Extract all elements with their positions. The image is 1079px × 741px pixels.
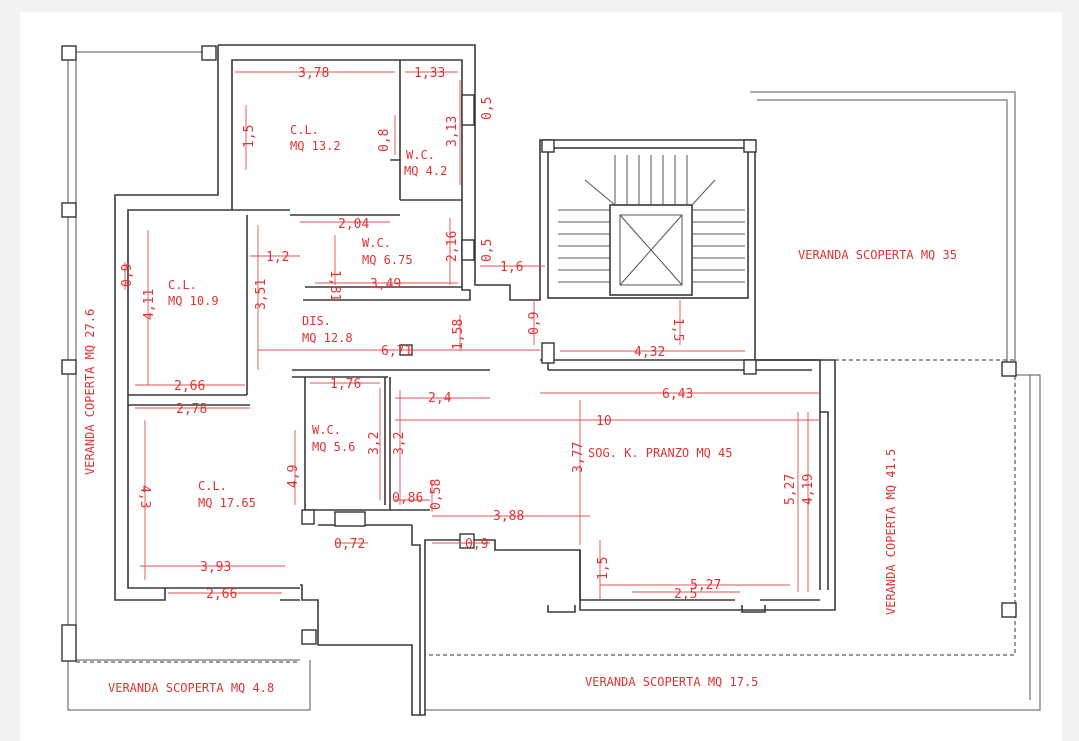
dim-text: 2,16 [445, 231, 460, 262]
dim-text: 6,71 [381, 344, 412, 359]
dim-text: 3,49 [370, 277, 401, 292]
inner-walls [128, 60, 490, 601]
dim-text: 1,2 [266, 250, 289, 265]
dim-text: 0,8 [377, 129, 392, 152]
room-wc-mid-name: W.C. [362, 236, 391, 250]
veranda-top-right-boundary [750, 91, 1016, 362]
dim-text: 10 [596, 414, 612, 429]
outer-wall-left [114, 45, 471, 601]
dim-text: 0,58 [429, 479, 444, 510]
room-cl-left-name: C.L. [168, 278, 197, 292]
stair-steps [558, 155, 745, 283]
dim-text: 4,9 [286, 465, 301, 488]
dim-text: 1,33 [414, 66, 445, 81]
dim-text: 3,88 [493, 509, 524, 524]
dim-text: 3,13 [445, 116, 460, 147]
dim-text: 3,77 [571, 442, 586, 473]
dim-text: 0,86 [392, 491, 423, 506]
dim-text: 2,66 [206, 587, 237, 602]
veranda-right-label: VERANDA COPERTA MQ 41.5 [884, 449, 898, 615]
room-dis-name: DIS. [302, 314, 331, 328]
veranda-right-top-label: VERANDA SCOPERTA MQ 35 [798, 248, 957, 262]
dim-text: 1,76 [330, 377, 361, 392]
dim-text: 2,04 [338, 217, 369, 232]
room-wc-top-name: W.C. [406, 148, 435, 162]
dim-text: 5,27 [690, 578, 721, 593]
veranda-left-boundary [67, 51, 311, 711]
dim-text: 0,9 [465, 537, 488, 552]
room-cl-bottom-name: C.L. [198, 479, 227, 493]
dim-text: 0,72 [334, 537, 365, 552]
dimension-labels: 3,78 1,33 0,5 1,5 0,8 3,13 2,04 2,16 0,5… [120, 66, 816, 602]
dim-text: 4,11 [142, 289, 157, 320]
dim-text: 3,2 [367, 432, 382, 455]
dim-text: 2,78 [176, 402, 207, 417]
dim-text: 6,43 [662, 387, 693, 402]
dim-text: 4,3 [137, 485, 152, 508]
room-cl-top-name: C.L. [290, 123, 319, 137]
structural-columns [61, 45, 1017, 662]
dim-text: 1,58 [451, 319, 466, 350]
kitchen-walls [411, 345, 829, 715]
dim-text: 3,78 [298, 66, 329, 81]
dim-text: 2,4 [428, 391, 452, 406]
dim-text: 1,81 [327, 270, 342, 301]
dim-text: 3,2 [392, 432, 407, 455]
dim-text: 1,5 [242, 125, 257, 148]
dim-text: 4,19 [801, 474, 816, 505]
dim-text: 2,5 [674, 587, 697, 602]
room-wc-low-area: MQ 5.6 [312, 440, 355, 454]
lift-cross [619, 214, 683, 286]
room-wc-top-area: MQ 4.2 [404, 164, 447, 178]
dim-text: 4,32 [634, 345, 665, 360]
room-cl-bottom-area: MQ 17.65 [198, 496, 256, 510]
dim-text: 3,93 [200, 560, 231, 575]
room-wc-low-name: W.C. [312, 423, 341, 437]
veranda-bottom-left-label: VERANDA SCOPERTA MQ 4.8 [108, 681, 274, 695]
veranda-bottom-label: VERANDA SCOPERTA MQ 17.5 [585, 675, 758, 689]
veranda-right-dash [425, 359, 1016, 656]
room-labels: C.L. MQ 13.2 W.C. MQ 4.2 W.C. MQ 6.75 C.… [83, 123, 957, 695]
dim-text: 0,9 [527, 312, 542, 335]
dim-text: 3,51 [254, 279, 269, 310]
room-cl-top-area: MQ 13.2 [290, 139, 341, 153]
drawing-sheet [20, 12, 1062, 741]
dim-text: 0,5 [480, 239, 495, 262]
room-wc-mid-area: MQ 6.75 [362, 253, 413, 267]
dim-text: 0,5 [480, 97, 495, 120]
dim-text: 0,9 [120, 264, 135, 287]
room-cl-left-area: MQ 10.9 [168, 294, 219, 308]
dim-text: 1,5 [670, 318, 685, 341]
room-dis-area: MQ 12.8 [302, 331, 353, 345]
stairwell [547, 147, 749, 299]
dim-text: 1,6 [500, 260, 523, 275]
dim-text: 1,5 [596, 557, 611, 580]
dimension-lines [124, 71, 820, 600]
veranda-left-label: VERANDA COPERTA MQ 27.6 [83, 309, 97, 475]
dim-text: 5,27 [783, 474, 798, 505]
lift-cabin [619, 214, 683, 286]
room-soggiorno: SOG. K. PRANZO MQ 45 [588, 446, 733, 460]
dim-text: 2,66 [174, 379, 205, 394]
veranda-right-boundary [425, 374, 1041, 711]
